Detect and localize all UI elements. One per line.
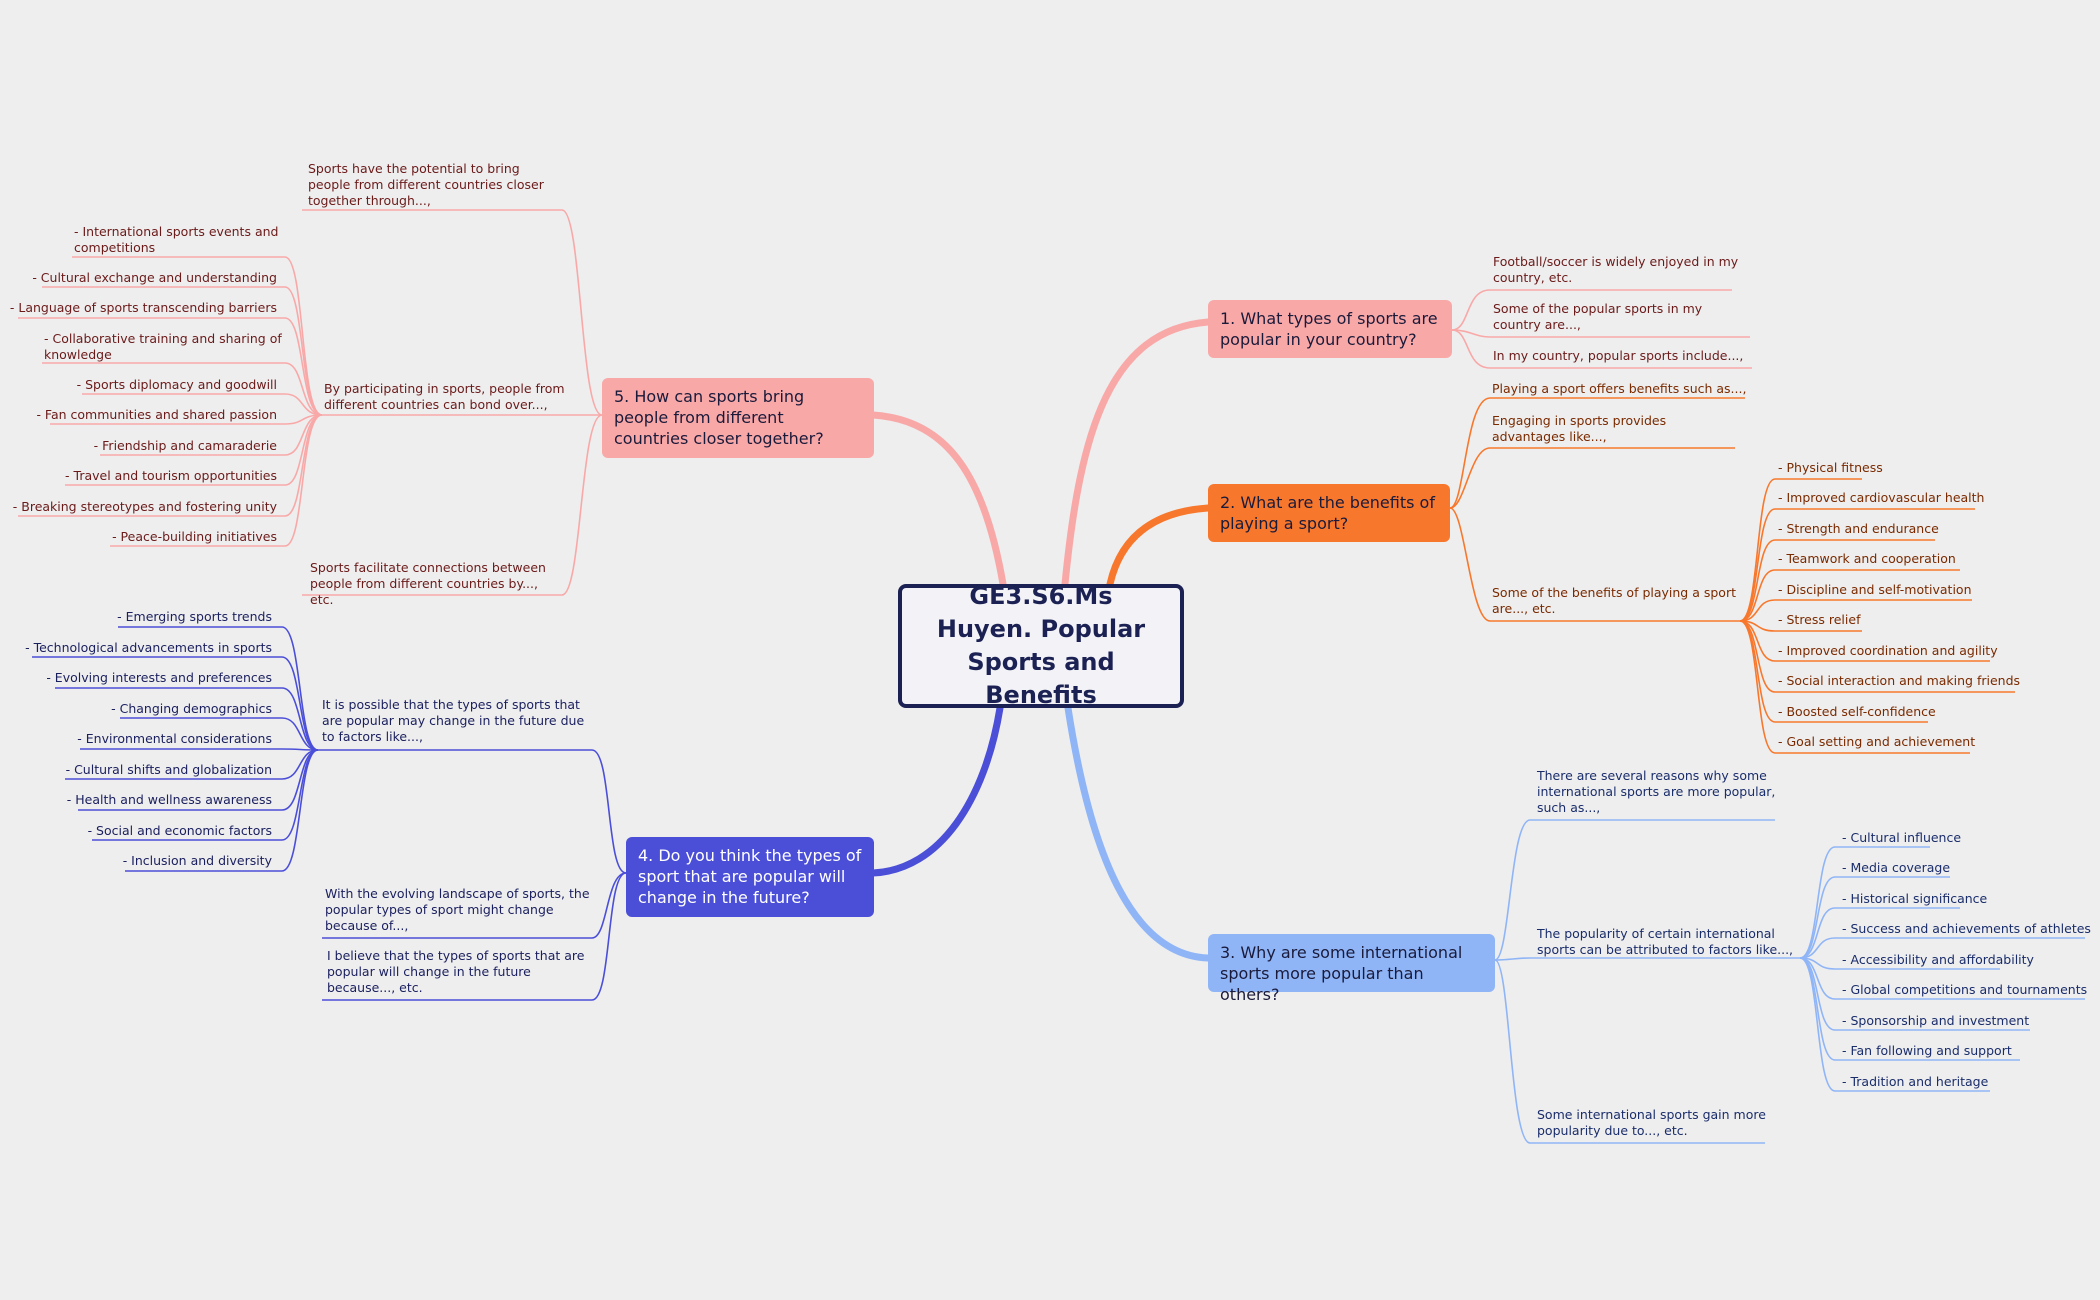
connector-branch5 [869, 411, 1007, 588]
branch-3-item[interactable]: There are several reasons why some inter… [1537, 768, 1776, 815]
branch-5-item[interactable]: By participating in sports, people from … [324, 381, 565, 412]
branch-4-sub-item[interactable]: - Inclusion and diversity [122, 853, 272, 868]
branch-2-title: 2. What are the benefits of playing a sp… [1220, 493, 1435, 533]
branch-1-title: 1. What types of sports are popular in y… [1220, 309, 1438, 349]
branch-3-item[interactable]: The popularity of certain international … [1537, 926, 1794, 957]
branch-4-item[interactable]: It is possible that the types of sports … [322, 697, 585, 744]
branch-4-sub-item[interactable]: - Social and economic factors [87, 823, 272, 838]
branch-2-sub-item[interactable]: - Improved cardiovascular health [1778, 490, 1985, 505]
branch-3-item[interactable]: Some international sports gain more popu… [1537, 1107, 1766, 1138]
branch-3-sub-item[interactable]: - Accessibility and affordability [1842, 952, 2034, 967]
branch-3-sub-item[interactable]: - Sponsorship and investment [1842, 1013, 2030, 1028]
branch-3-sub-item[interactable]: - Tradition and heritage [1842, 1074, 1989, 1089]
branch-5-sub-item[interactable]: - Peace-building initiatives [112, 529, 277, 544]
branch-2-sub-item[interactable]: - Social interaction and making friends [1778, 673, 2021, 688]
branch-3-sub-item[interactable]: - Media coverage [1842, 860, 1951, 875]
branch-4-item[interactable]: I believe that the types of sports that … [327, 948, 585, 995]
branch-5-sub-item[interactable]: - Cultural exchange and understanding [32, 270, 277, 285]
branch-5-item[interactable]: Sports facilitate connections between pe… [310, 560, 546, 607]
central-topic[interactable]: GE3.S6.Ms Huyen. Popular Sports and Bene… [898, 582, 1184, 709]
branch-node-4[interactable]: 4. Do you think the types of sport that … [626, 837, 874, 917]
branch-3-sub-item[interactable]: - Global competitions and tournaments [1842, 982, 2088, 997]
branch-5-sub-item[interactable]: - Breaking stereotypes and fostering uni… [12, 499, 277, 514]
branch-2-item[interactable]: Engaging in sports provides advantages l… [1492, 413, 1667, 444]
branch-node-2[interactable]: 2. What are the benefits of playing a sp… [1208, 484, 1450, 542]
branch-3-sub-item[interactable]: - Success and achievements of athletes [1842, 921, 2091, 936]
branch-3-title: 3. Why are some international sports mor… [1220, 943, 1463, 1004]
branch-3-sub-item[interactable]: - Cultural influence [1842, 830, 1962, 845]
branch-2-sub-item[interactable]: - Goal setting and achievement [1778, 734, 1976, 749]
branch-4-sub-item[interactable]: - Emerging sports trends [117, 609, 272, 624]
central-topic-label: GE3.S6.Ms Huyen. Popular Sports and Bene… [936, 582, 1146, 709]
branch-4-sub-item[interactable]: - Changing demographics [111, 701, 272, 716]
connector-branch3 [1064, 704, 1212, 962]
branch-2-item[interactable]: Playing a sport offers benefits such as.… [1492, 381, 1747, 396]
branch-2-sub-item[interactable]: - Strength and endurance [1778, 521, 1939, 536]
connector-branch1 [1061, 318, 1212, 588]
branch-4-sub-item[interactable]: - Technological advancements in sports [25, 640, 272, 655]
connector-branch2 [1106, 504, 1212, 588]
branch-2-sub-item[interactable]: - Teamwork and cooperation [1778, 551, 1956, 566]
branch-4-title: 4. Do you think the types of sport that … [638, 846, 862, 907]
branch-2-item[interactable]: Some of the benefits of playing a sport … [1492, 585, 1736, 616]
branch-4-sub-item[interactable]: - Cultural shifts and globalization [65, 762, 272, 777]
branch-2-sub-item[interactable]: - Discipline and self-motivation [1778, 582, 1972, 597]
branch-1-item[interactable]: In my country, popular sports include...… [1493, 348, 1744, 363]
branch-node-5[interactable]: 5. How can sports bring people from diff… [602, 378, 874, 458]
branch-2-sub-item[interactable]: - Improved coordination and agility [1778, 643, 1998, 658]
branch-5-sub-item[interactable]: - International sports events and compet… [74, 224, 279, 255]
branch-1-item[interactable]: Some of the popular sports in my country… [1493, 301, 1703, 332]
branch-5-sub-item[interactable]: - Sports diplomacy and goodwill [76, 377, 277, 392]
branch-4-sub-item[interactable]: - Environmental considerations [77, 731, 272, 746]
branch-5-sub-item[interactable]: - Friendship and camaraderie [93, 438, 277, 453]
branch-2-sub-item[interactable]: - Stress relief [1778, 612, 1861, 627]
branch-2-sub-item[interactable]: - Boosted self-confidence [1778, 704, 1936, 719]
branch-3-sub-item[interactable]: - Historical significance [1842, 891, 1988, 906]
branch-5-sub-item[interactable]: - Collaborative training and sharing of … [44, 331, 282, 362]
branch-node-3[interactable]: 3. Why are some international sports mor… [1208, 934, 1495, 1004]
branch-node-1[interactable]: 1. What types of sports are popular in y… [1208, 300, 1452, 358]
branch-5-sub-item[interactable]: - Travel and tourism opportunities [65, 468, 277, 483]
branch-5-sub-item[interactable]: - Language of sports transcending barrie… [9, 300, 277, 315]
branch-5-sub-item[interactable]: - Fan communities and shared passion [36, 407, 277, 422]
branch-4-sub-item[interactable]: - Evolving interests and preferences [46, 670, 272, 685]
branch-2-sub-item[interactable]: - Physical fitness [1778, 460, 1883, 475]
connector-branch4 [869, 704, 1004, 877]
branch-5-title: 5. How can sports bring people from diff… [614, 387, 824, 448]
branch-3-sub-item[interactable]: - Fan following and support [1842, 1043, 2012, 1058]
branch-1-item[interactable]: Football/soccer is widely enjoyed in my … [1493, 254, 1739, 285]
branch-4-sub-item[interactable]: - Health and wellness awareness [66, 792, 272, 807]
branch-4-item[interactable]: With the evolving landscape of sports, t… [325, 886, 590, 933]
branch-5-item[interactable]: Sports have the potential to bring peopl… [308, 161, 544, 208]
